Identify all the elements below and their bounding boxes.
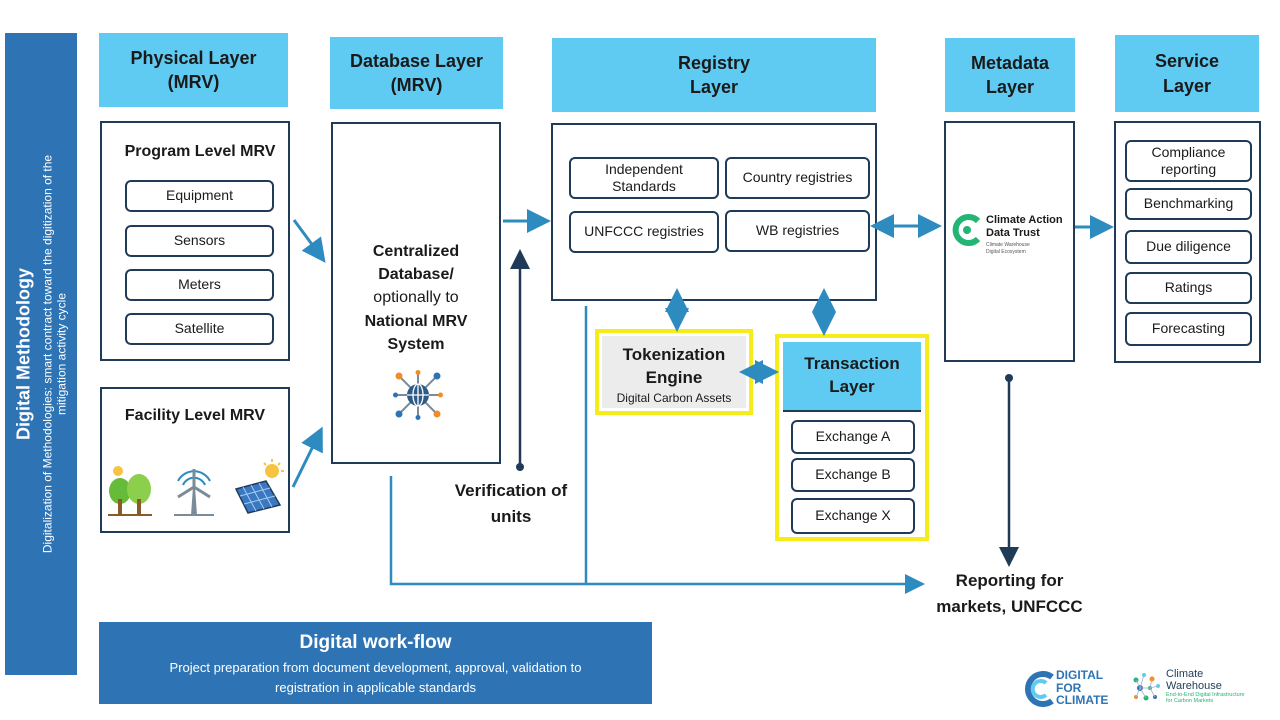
program-level-mrv-box: Program Level MRV Equipment Sensors Mete… [100, 121, 290, 361]
digital-workflow-title: Digital work-flow [299, 632, 452, 653]
verification-line2: units [490, 507, 532, 527]
cadt-logo-line2: Data Trust [986, 227, 1040, 240]
d4c-logo-icon [1025, 671, 1054, 707]
cadt-logo-small1: Climate Warehouse [986, 242, 1030, 249]
globe-network-icon [393, 370, 443, 420]
service-layer-header: Service Layer [1115, 35, 1259, 112]
exchange-x-item[interactable]: Exchange X [791, 498, 915, 534]
facility-level-mrv-box: Facility Level MRV [100, 387, 290, 533]
meters-item[interactable]: Meters [125, 269, 274, 301]
transaction-layer-frame: Transaction Layer Exchange A Exchange B … [775, 334, 929, 541]
metadata-layer-header-line1: Metadata [970, 52, 1050, 73]
climate-warehouse-logo: Climate Warehouse End-to-End Digital Inf… [1130, 668, 1260, 710]
cw-small2: for Carbon Markets [1166, 697, 1214, 704]
service-layer-header-line2: Layer [1162, 75, 1212, 96]
d4c-line3: CLIMATE [1056, 693, 1109, 708]
reporting-line1: Reporting for [955, 571, 1064, 590]
verification-line1: Verification of [454, 481, 568, 500]
physical-layer-header: Physical Layer (MRV) [99, 33, 288, 107]
due-diligence-item[interactable]: Due diligence [1125, 230, 1252, 264]
digital-methodology-sidebar: Digital Methodology Digitalization of Me… [5, 33, 77, 675]
sidebar-title: Digital Methodology [13, 268, 34, 440]
arrow-program-to-database [292, 219, 326, 263]
satellite-item[interactable]: Satellite [125, 313, 274, 345]
tokenization-subtitle: Digital Carbon Assets [616, 390, 732, 405]
wind-turbine-icon [174, 469, 214, 516]
sidebar-subtitle-line1: Digitalization of Methodologies: smart c… [40, 154, 55, 554]
metadata-dot [1005, 374, 1013, 382]
digital-for-climate-logo: DIGITAL FOR CLIMATE [1022, 668, 1122, 710]
exchange-a-item[interactable]: Exchange A [791, 420, 915, 454]
sensors-item[interactable]: Sensors [125, 225, 274, 257]
database-line4: National MRV [364, 312, 468, 330]
registry-layer-header-line2: Layer [689, 77, 739, 97]
transaction-divider [783, 410, 921, 412]
ratings-item[interactable]: Ratings [1125, 272, 1252, 304]
cw-line2: Warehouse [1166, 679, 1222, 692]
database-line2: Database/ [378, 266, 454, 284]
independent-standards-item[interactable]: Independent Standards [569, 157, 719, 199]
physical-layer-header-line2: (MRV) [167, 72, 220, 92]
tokenization-title-line2: Engine [645, 367, 703, 387]
cadt-logo-line1: Climate Action [986, 214, 1063, 226]
compliance-reporting-item[interactable]: Compliance reporting [1125, 140, 1252, 182]
d4c-line1: DIGITAL [1056, 668, 1104, 682]
country-registries-item[interactable]: Country registries [725, 157, 870, 199]
cadt-logo-small2: Digital Ecosystem [986, 248, 1026, 255]
tokenization-engine-box: Tokenization Engine Digital Carbon Asset… [602, 336, 746, 408]
reporting-line2: markets, UNFCCC [936, 597, 1083, 617]
registry-layer-box: Independent Standards Country registries… [551, 123, 877, 301]
database-layer-header-line2: (MRV) [390, 75, 443, 95]
cw-line1: Climate [1166, 668, 1204, 680]
database-line3: optionally to [373, 289, 459, 307]
metadata-layer-header: Metadata Layer [945, 38, 1075, 112]
database-layer-header: Database Layer (MRV) [330, 37, 503, 109]
unfccc-registries-item[interactable]: UNFCCC registries [569, 211, 719, 253]
climate-action-data-trust-logo: Climate Action Data Trust Climate Wareho… [950, 211, 1074, 259]
cw-small1: End-to-End Digital Infrastructure [1166, 692, 1245, 699]
registry-layer-header-line1: Registry [677, 52, 751, 73]
transaction-layer-header-line2: Layer [829, 377, 875, 396]
database-line5: System [387, 335, 445, 353]
service-layer-header-line1: Service [1154, 51, 1220, 72]
sidebar-subtitle-line2: mitigation activity cycle [54, 292, 69, 416]
digital-workflow-line2: registration in applicable standards [275, 680, 476, 696]
wb-registries-item[interactable]: WB registries [725, 210, 870, 252]
exchange-b-item[interactable]: Exchange B [791, 458, 915, 492]
digital-workflow-line1: Project preparation from document develo… [169, 660, 582, 675]
physical-layer-header-line1: Physical Layer [130, 47, 257, 68]
cadt-logo-icon [952, 214, 981, 246]
metadata-layer-box: Climate Action Data Trust Climate Wareho… [944, 121, 1075, 362]
facility-level-title: Facility Level MRV [124, 407, 266, 424]
service-layer-box: Compliance reporting Benchmarking Due di… [1114, 121, 1261, 363]
solar-panel-icon [234, 459, 284, 514]
trees-icon [108, 466, 152, 516]
verification-label: Verification of units [440, 478, 582, 531]
metadata-layer-header-line2: Layer [985, 77, 1035, 97]
reporting-label: Reporting for markets, UNFCCC [912, 568, 1107, 621]
benchmarking-item[interactable]: Benchmarking [1125, 188, 1252, 220]
tokenization-engine-frame: Tokenization Engine Digital Carbon Asset… [595, 329, 753, 415]
verification-dot [516, 463, 524, 471]
forecasting-item[interactable]: Forecasting [1125, 312, 1252, 346]
d4c-line2: FOR [1056, 680, 1082, 695]
database-layer-header-line1: Database Layer [349, 50, 484, 71]
tokenization-title-line1: Tokenization [622, 345, 726, 364]
digital-workflow-box: Digital work-flow Project preparation fr… [99, 622, 652, 704]
equipment-item[interactable]: Equipment [125, 180, 274, 212]
database-line1: Centralized [372, 243, 460, 260]
climate-warehouse-logo-icon [1133, 673, 1160, 701]
transaction-layer-header-line1: Transaction [804, 354, 900, 374]
registry-layer-header: Registry Layer [552, 38, 876, 112]
arrow-facility-to-database [291, 426, 323, 488]
transaction-layer-header: Transaction Layer [783, 342, 921, 410]
centralized-database-box: Centralized Database/ optionally to Nati… [331, 122, 501, 464]
program-level-title: Program Level MRV [124, 143, 276, 160]
